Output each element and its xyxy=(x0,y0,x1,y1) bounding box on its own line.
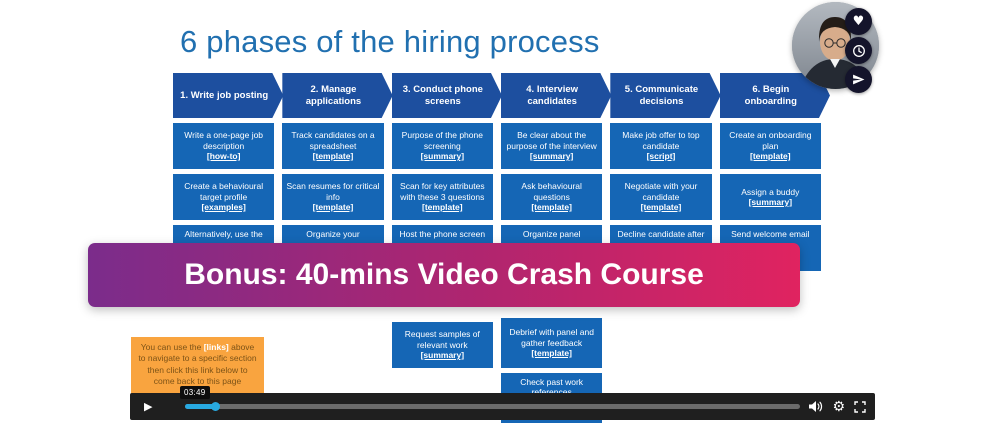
phase-header: 1. Write job posting xyxy=(173,73,283,118)
card-link[interactable]: [examples] xyxy=(201,202,246,213)
phase-header: 3. Conduct phone screens xyxy=(392,73,502,118)
slide-card: Scan for key attributes with these 3 que… xyxy=(391,174,493,220)
slide-card: Create a behavioural target profile [exa… xyxy=(173,174,275,220)
card-text: Send welcome email xyxy=(731,229,810,239)
time-badge: 03:49 xyxy=(180,386,210,399)
card-link[interactable]: [template] xyxy=(640,202,682,213)
reaction-buttons: ♥ xyxy=(845,8,872,93)
bonus-banner: Bonus: 40-mins Video Crash Course xyxy=(88,243,800,307)
card-text: Scan for key attributes with these 3 que… xyxy=(400,181,485,202)
card-link[interactable]: [summary] xyxy=(529,151,574,162)
card-link[interactable]: [template] xyxy=(312,202,354,213)
card-link[interactable]: [template] xyxy=(531,348,572,359)
play-button[interactable]: ▶ xyxy=(144,400,153,413)
card-link[interactable]: [how-to] xyxy=(206,151,241,162)
card-text: Decline candidate after xyxy=(617,229,705,239)
card-link[interactable]: [template] xyxy=(531,202,572,213)
card-text: Host the phone screen xyxy=(399,229,486,239)
card-text: Organize panel xyxy=(522,229,581,239)
slide-card: Ask behavioural questions [template] xyxy=(500,174,603,220)
card-text: Purpose of the phone screening xyxy=(401,130,483,151)
slide-card: Debrief with panel and gather feedback [… xyxy=(500,318,603,368)
slide-card: Assign a buddy [summary] xyxy=(719,174,821,220)
card-link[interactable]: [summary] xyxy=(748,197,793,207)
heart-icon: ♥ xyxy=(852,14,865,29)
slide-card: Negotiate with your candidate [template] xyxy=(610,174,712,220)
card-text: Alternatively, use the xyxy=(184,229,263,239)
card-text: Track candidates on a spreadsheet xyxy=(291,130,375,151)
card-text: Assign a buddy xyxy=(741,186,800,197)
progress-fill xyxy=(185,404,215,409)
phase-cards: Purpose of the phone screening [summary]… xyxy=(391,123,493,368)
card-link[interactable]: [template] xyxy=(749,151,791,162)
phase-header: 6. Begin onboarding xyxy=(720,73,830,118)
slide-card: Be clear about the purpose of the interv… xyxy=(500,123,603,169)
progress-handle[interactable] xyxy=(211,402,220,411)
heart-button[interactable]: ♥ xyxy=(845,8,872,35)
note-text-pre: You can use the xyxy=(140,342,204,352)
slide-card: Write a one-page job description [how-to… xyxy=(173,123,275,169)
card-text: Create an onboarding plan xyxy=(729,130,812,151)
card-link[interactable]: [script] xyxy=(646,151,676,162)
phase-header: 5. Communicate decisions xyxy=(610,73,720,118)
player-controls-right: ⚙ xyxy=(808,393,866,420)
card-link[interactable]: [template] xyxy=(312,151,354,162)
note-links-ref: [links] xyxy=(203,342,229,352)
history-button[interactable] xyxy=(845,37,872,64)
card-text: Ask behavioural questions xyxy=(521,181,582,202)
progress-bar[interactable] xyxy=(185,402,800,411)
slide-title: 6 phases of the hiring process xyxy=(180,24,600,59)
clock-icon xyxy=(852,44,865,57)
volume-icon[interactable] xyxy=(808,400,823,413)
card-text: Create a behavioural target profile xyxy=(184,181,264,202)
card-link[interactable]: [template] xyxy=(422,202,463,213)
slide-card: Purpose of the phone screening [summary] xyxy=(391,123,493,169)
card-text: Debrief with panel and gather feedback xyxy=(509,327,594,348)
phase-header: 2. Manage applications xyxy=(282,73,392,118)
video-player-bar: ▶ 03:49 ⚙ xyxy=(130,386,875,420)
send-button[interactable] xyxy=(845,66,872,93)
card-text: Be clear about the purpose of the interv… xyxy=(506,130,597,151)
card-text: Organize your xyxy=(306,229,360,239)
fullscreen-icon[interactable] xyxy=(854,400,866,413)
card-text: Negotiate with your candidate xyxy=(624,181,698,202)
phase-header: 4. Interview candidates xyxy=(501,73,611,118)
card-text: Scan resumes for critical info xyxy=(286,181,380,202)
slide-card: Request samples of relevant work [summar… xyxy=(391,322,493,368)
card-text: Check past work references xyxy=(520,377,584,397)
card-link[interactable]: [summary] xyxy=(420,350,465,361)
bonus-banner-text: Bonus: 40-mins Video Crash Course xyxy=(184,258,704,291)
settings-icon[interactable]: ⚙ xyxy=(832,398,845,415)
slide-card: Create an onboarding plan [template] xyxy=(719,123,821,169)
card-link[interactable]: [summary] xyxy=(420,151,465,162)
card-text: Request samples of relevant work xyxy=(404,329,480,350)
card-text: Write a one-page job description xyxy=(184,130,264,151)
note-text-post: above to navigate to a specific section … xyxy=(138,342,257,387)
slide-card: Scan resumes for critical info [template… xyxy=(282,174,384,220)
slide-card: Track candidates on a spreadsheet [templ… xyxy=(282,123,384,169)
card-text: Make job offer to top candidate xyxy=(622,130,700,151)
phase-column-3: 3. Conduct phone screens Purpose of the … xyxy=(391,73,493,428)
send-icon xyxy=(853,74,865,85)
slide-card: Make job offer to top candidate [script] xyxy=(610,123,712,169)
